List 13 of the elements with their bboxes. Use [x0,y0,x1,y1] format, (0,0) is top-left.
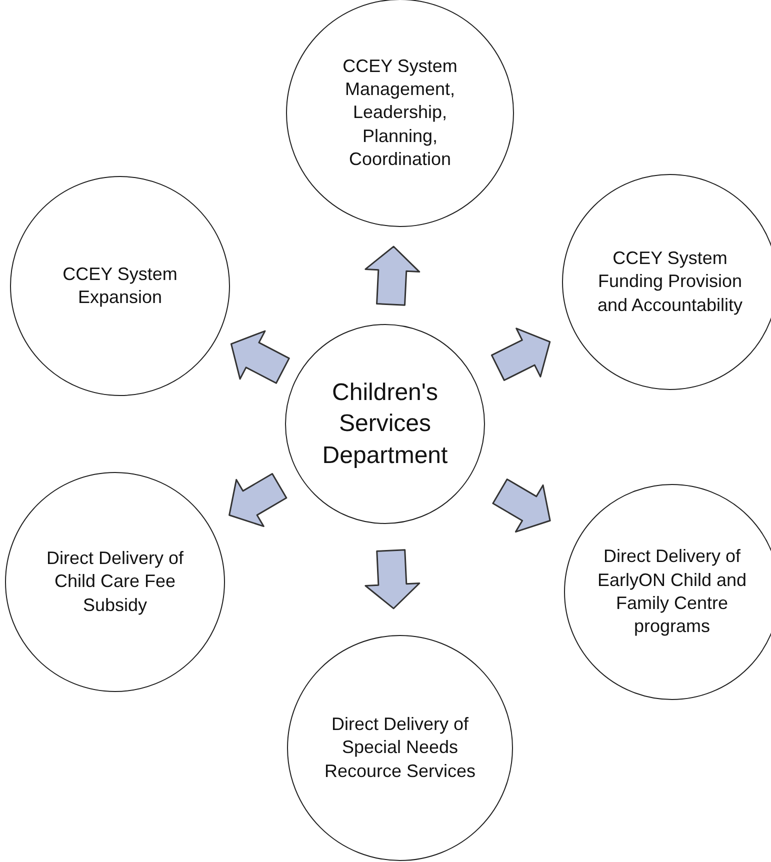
node-label: Children's Services Department [321,378,449,471]
block-arrow [490,328,551,381]
block-arrow [364,246,420,306]
block-arrow [228,473,288,528]
block-arrow [230,330,290,384]
node-label: Direct Delivery of Child Care Fee Subsidy [45,546,185,617]
block-arrow [364,549,420,610]
block-arrow [492,478,551,533]
node-label: CCEY System Management, Leadership, Planning, Coordination [342,54,458,172]
node-label: CCEY System Funding Provision and Accountability [596,246,744,317]
node-label: CCEY System Expansion [62,262,178,309]
node-label: Direct Delivery of EarlyON Child and Family Centre programs [596,545,748,638]
node-label: Direct Delivery of Special Needs Recource Services [323,712,477,783]
